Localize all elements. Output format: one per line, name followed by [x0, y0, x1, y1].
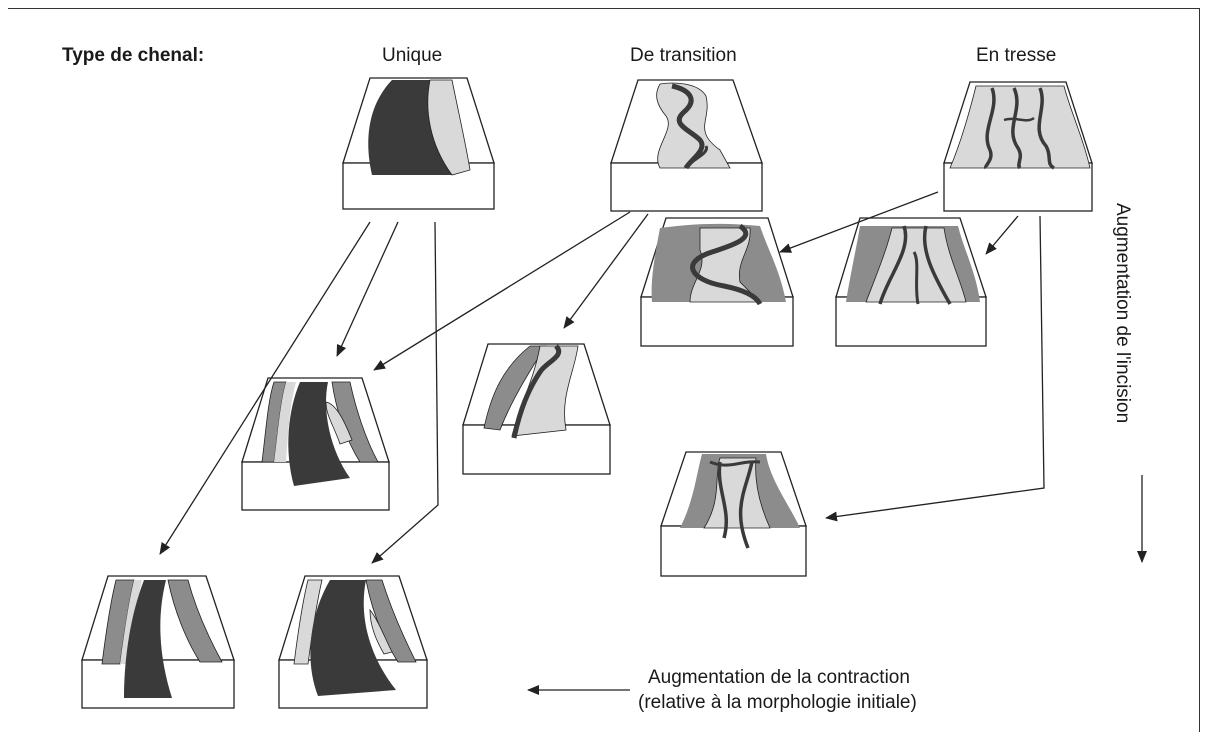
column-title-transition: De transition: [630, 45, 737, 66]
column-title-unique: Unique: [382, 45, 443, 66]
block-braided-incised-a: [835, 217, 987, 347]
block-unique-contracted-a: [241, 377, 390, 511]
channel-type-label: Type de chenal:: [62, 45, 205, 66]
block-unique-contracted-b: [81, 575, 235, 709]
block-transition-incised-a: [640, 217, 794, 347]
block-transition-initial: [610, 79, 763, 212]
contraction-label-line1: Augmentation de la contraction: [648, 667, 910, 688]
block-unique-initial: [342, 77, 495, 210]
block-transition-contracted-a: [462, 343, 611, 475]
contraction-label-line2: (relative à la morphologie initiale): [638, 692, 917, 713]
block-unique-contracted-c: [278, 575, 428, 709]
figure-frame: [8, 8, 1200, 732]
evolution-arrows: [159, 191, 1147, 695]
block-braided-incised-b: [660, 451, 807, 577]
block-braided-initial: [943, 81, 1093, 212]
column-title-braided: En tresse: [976, 45, 1057, 66]
